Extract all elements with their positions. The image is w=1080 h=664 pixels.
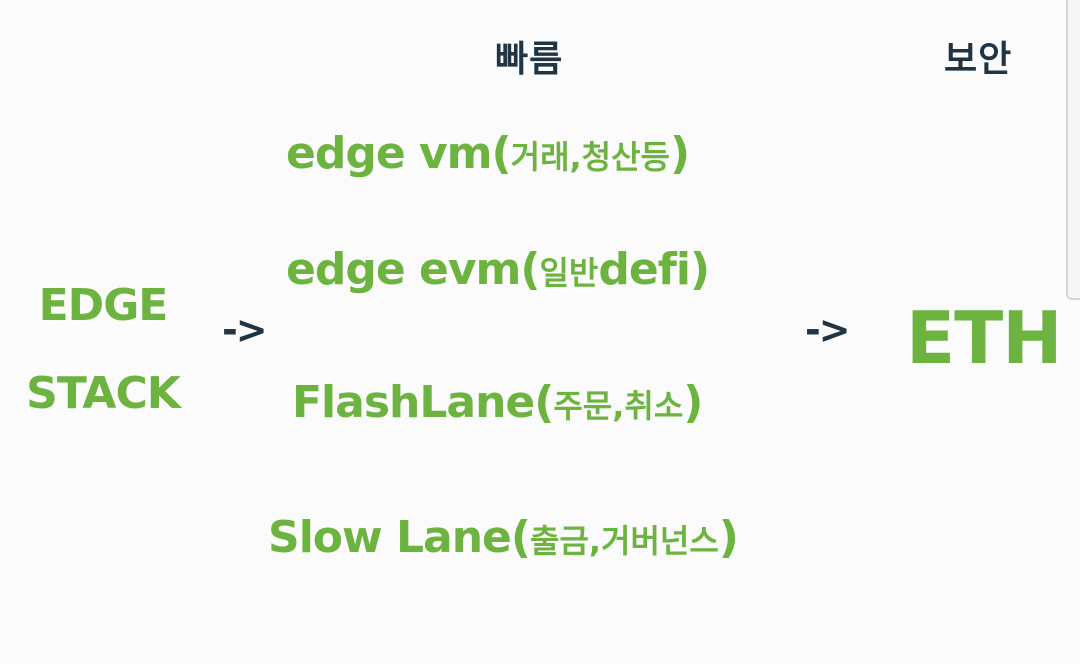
lane-close: )	[683, 377, 703, 428]
lane-flashlane: FlashLane(주문,취소)	[292, 377, 703, 428]
lane-close: )	[689, 244, 710, 295]
lane-name: FlashLane(	[292, 377, 554, 428]
lane-edge-evm: edge evm(일반defi)	[286, 244, 710, 295]
lane-edge-vm: edge vm(거래,청산등)	[286, 128, 690, 179]
edge-stack-label: EDGE STACK	[0, 262, 206, 438]
lane-name: edge vm(	[286, 128, 512, 179]
lane-name: Slow Lane(	[268, 512, 531, 563]
edge-stack-line2: STACK	[26, 368, 181, 419]
scrollbar-edge[interactable]	[1066, 0, 1080, 300]
lane-close: )	[718, 512, 739, 563]
lane-close: )	[670, 128, 690, 179]
edge-stack-line1: EDGE	[38, 280, 169, 331]
arrow-right: ->	[805, 308, 851, 352]
lane-detail: 일반	[539, 254, 599, 292]
lane-detail: 주문,취소	[553, 387, 684, 425]
eth-target-label: ETH	[906, 296, 1063, 380]
lane-suffix: defi	[598, 244, 691, 295]
lane-name: edge evm(	[286, 244, 540, 295]
arrow-left: ->	[222, 308, 268, 352]
header-speed: 빠름	[495, 39, 564, 80]
lane-detail: 거래,청산등	[510, 138, 670, 176]
lane-detail: 출금,거버넌스	[529, 522, 719, 560]
lane-slow-lane: Slow Lane(출금,거버넌스)	[268, 512, 739, 563]
header-security: 보안	[944, 39, 1013, 80]
